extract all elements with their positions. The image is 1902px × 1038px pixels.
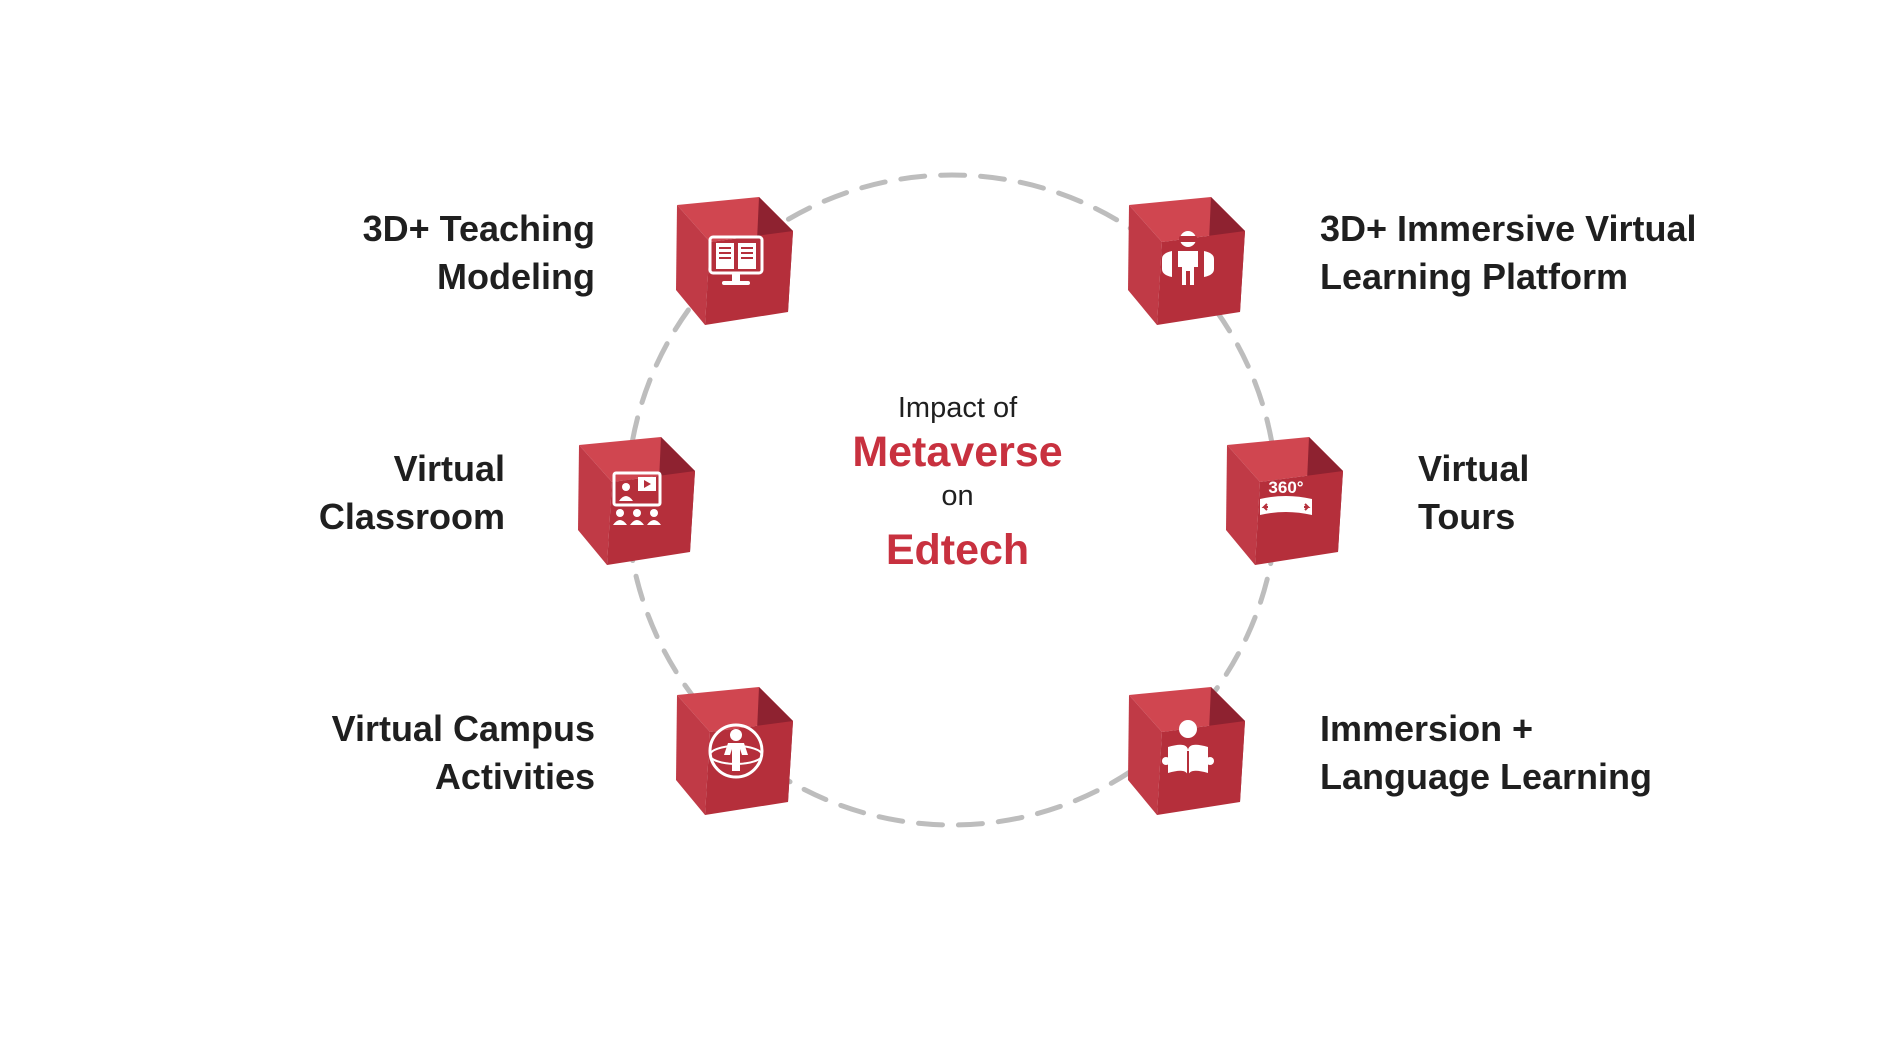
- label-line: Virtual Campus: [331, 708, 595, 749]
- label-immersive-platform: 3D+ Immersive Virtual Learning Platform: [1320, 205, 1740, 301]
- label-line: Immersion +: [1320, 708, 1534, 749]
- center-line-edtech: Edtech: [885, 526, 1030, 574]
- cube-shape: [1226, 437, 1343, 565]
- label-virtual-tours: Virtual Tours: [1418, 445, 1618, 541]
- cube-shape: [578, 437, 695, 565]
- label-line: Learning Platform: [1320, 256, 1629, 297]
- 360-view-icon: 360°: [1260, 478, 1312, 515]
- label-line: Activities: [434, 756, 595, 797]
- center-title: Impact of Metaverse on Edtech: [810, 390, 1105, 576]
- cube-teaching-modeling: [675, 195, 800, 330]
- cube-virtual-classroom: [577, 435, 702, 570]
- center-line-impact: Impact of: [897, 392, 1018, 424]
- label-teaching-modeling: 3D+ Teaching Modeling: [290, 205, 595, 301]
- label-line: Virtual: [1418, 448, 1530, 489]
- label-line: 3D+ Teaching: [362, 208, 595, 249]
- cube-virtual-tours: 360°: [1225, 435, 1350, 570]
- globe-person-icon: [708, 723, 764, 779]
- cube-campus-activities: [675, 685, 800, 820]
- video-classroom-icon: [612, 471, 662, 525]
- center-line-on: on: [941, 480, 974, 512]
- cube-language-learning: [1127, 685, 1252, 820]
- label-virtual-classroom: Virtual Classroom: [250, 445, 505, 541]
- cube-immersive-platform: [1127, 195, 1252, 330]
- label-line: Language Learning: [1320, 756, 1653, 797]
- book-monitor-icon: [708, 235, 764, 285]
- label-line: 3D+ Immersive Virtual: [1320, 208, 1697, 249]
- label-language-learning: Immersion + Language Learning: [1320, 705, 1700, 801]
- label-line: Virtual: [393, 448, 505, 489]
- vr-headset-person-icon: [1162, 231, 1214, 285]
- cube-shape: [1128, 197, 1245, 325]
- center-line-metaverse: Metaverse: [852, 428, 1063, 476]
- label-line: Modeling: [437, 256, 595, 297]
- cube-shape: [676, 687, 793, 815]
- person-reading-icon: [1162, 720, 1214, 777]
- svg-text:360°: 360°: [1268, 478, 1303, 497]
- label-campus-activities: Virtual Campus Activities: [260, 705, 595, 801]
- label-line: Classroom: [318, 496, 505, 537]
- label-line: Tours: [1418, 496, 1516, 537]
